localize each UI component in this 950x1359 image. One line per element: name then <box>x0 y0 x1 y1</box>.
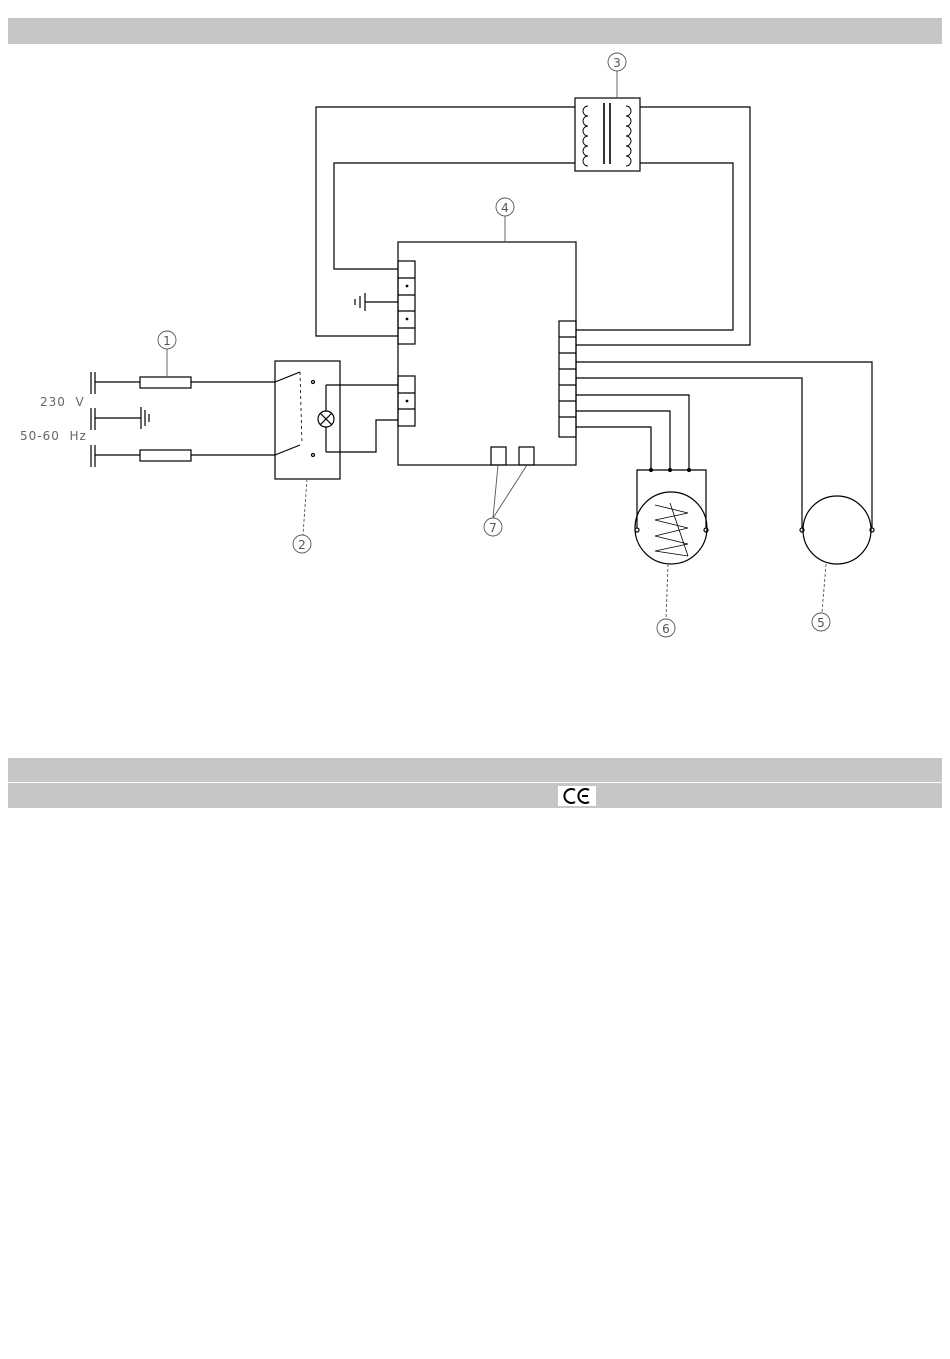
svg-text:7: 7 <box>489 521 497 535</box>
heater-icon <box>635 469 708 565</box>
voltage-label: 230 V <box>40 395 85 409</box>
ce-mark-icon <box>558 786 596 806</box>
bottom-bar-lower <box>8 783 942 808</box>
callout-5: 5 <box>812 613 830 631</box>
transformer-icon <box>575 98 640 171</box>
svg-text:2: 2 <box>298 538 306 552</box>
svg-text:5: 5 <box>817 616 825 630</box>
frequency-label: 50-60 Hz <box>20 429 87 443</box>
fuse-icon <box>140 377 191 388</box>
callout-1: 1 <box>158 331 176 349</box>
svg-text:3: 3 <box>613 56 621 70</box>
svg-text:4: 4 <box>501 201 509 215</box>
wiring-diagram: 1 2 3 4 5 6 7 230 V 50-60 Hz <box>0 0 950 700</box>
ground-icon <box>141 407 149 429</box>
callout-6: 6 <box>657 619 675 637</box>
motor-icon <box>800 496 874 564</box>
callout-7: 7 <box>484 518 502 536</box>
bottom-bar-upper <box>8 758 942 783</box>
callout-4: 4 <box>496 198 514 216</box>
svg-text:1: 1 <box>163 334 171 348</box>
supply-terminals <box>91 372 95 467</box>
callout-2: 2 <box>293 535 311 553</box>
main-switch <box>275 361 340 479</box>
lamp-icon <box>318 411 334 427</box>
ground-icon <box>355 293 365 311</box>
callout-3: 3 <box>608 53 626 71</box>
fuse-icon <box>140 450 191 461</box>
svg-text:6: 6 <box>662 622 670 636</box>
controller-board <box>398 242 576 465</box>
